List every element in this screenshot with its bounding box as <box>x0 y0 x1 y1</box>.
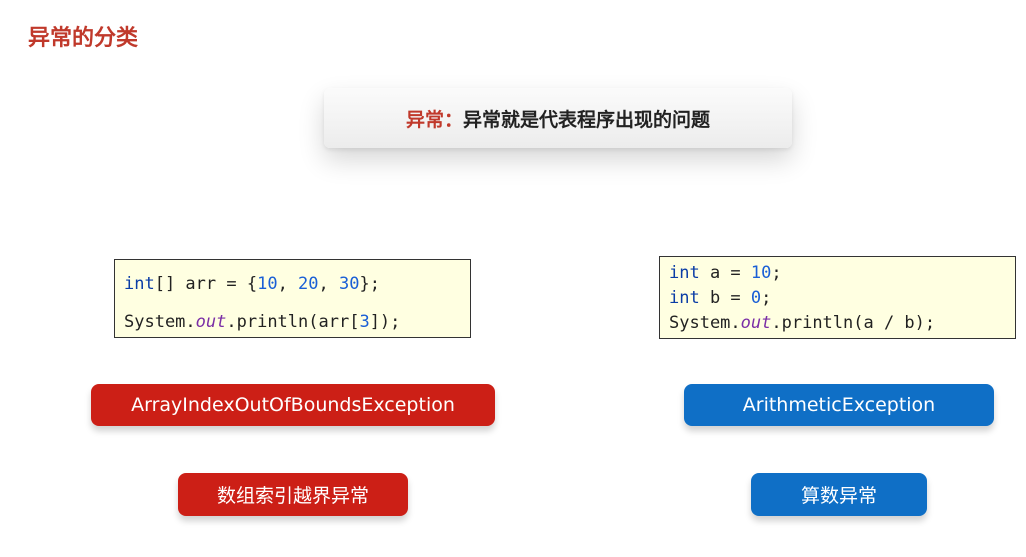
definition-term: 异常： <box>405 108 463 131</box>
code-line: int a = 10; <box>669 261 1015 286</box>
code-text: , <box>318 274 340 294</box>
code-text: [] arr = { <box>154 274 258 294</box>
code-text: System. <box>124 312 196 332</box>
array-index-code-box: int[] arr = {10, 20, 30}; System.out.prin… <box>114 259 471 338</box>
page-title: 异常的分类 <box>28 26 139 51</box>
code-number: 0 <box>750 288 762 308</box>
code-text: ; <box>761 288 772 308</box>
definition-text: 异常就是代表程序出现的问题 <box>463 108 711 131</box>
code-text: .println(a / b); <box>771 313 936 333</box>
code-keyword: int <box>124 274 155 294</box>
code-keyword: int <box>669 288 700 308</box>
arithmetic-exception-name-label: ArithmeticException <box>684 384 994 426</box>
code-text: ]); <box>369 312 401 332</box>
code-text: , <box>277 274 299 294</box>
code-line: int[] arr = {10, 20, 30}; <box>124 272 470 297</box>
code-text: ; <box>771 263 782 283</box>
code-text: System. <box>669 313 741 333</box>
array-index-exception-cn-label: 数组索引越界异常 <box>178 473 408 516</box>
code-line: int b = 0; <box>669 286 1015 311</box>
code-text: a = <box>699 263 751 283</box>
code-text: b = <box>699 288 751 308</box>
definition-box: 异常：异常就是代表程序出现的问题 <box>324 88 792 148</box>
arithmetic-code-box: int a = 10;int b = 0;System.out.println(… <box>659 256 1016 339</box>
arithmetic-exception-cn-label: 算数异常 <box>751 473 927 516</box>
code-text: .println(arr[ <box>226 312 360 332</box>
code-number: 3 <box>359 312 370 332</box>
code-number: 10 <box>257 274 278 294</box>
code-line: System.out.println(a / b); <box>669 311 1015 336</box>
code-number: 10 <box>750 263 772 283</box>
code-keyword: int <box>669 263 700 283</box>
array-index-exception-name-label: ArrayIndexOutOfBoundsException <box>91 384 495 426</box>
code-number: 30 <box>339 274 360 294</box>
code-field: out <box>740 313 772 333</box>
code-text: }; <box>359 274 380 294</box>
code-field: out <box>195 312 227 332</box>
code-number: 20 <box>298 274 319 294</box>
code-line: System.out.println(arr[3]); <box>124 310 470 335</box>
